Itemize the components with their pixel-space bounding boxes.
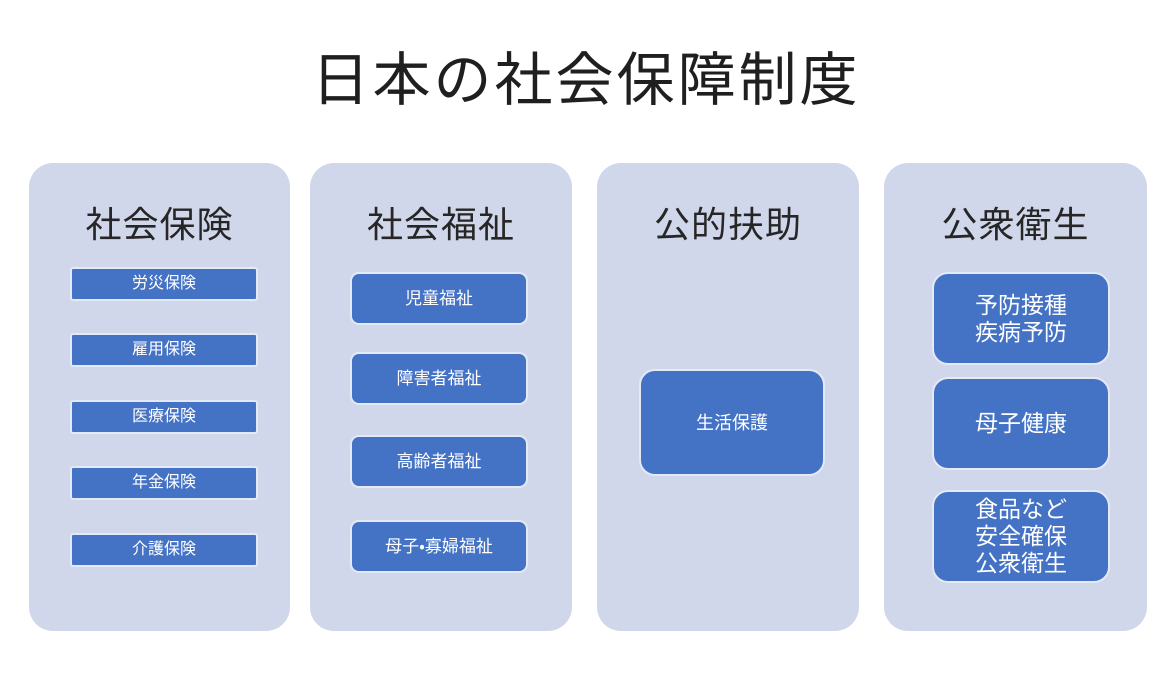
item-pension-insurance: 年金保険 [70,466,258,500]
panel-social-welfare: 社会福祉 児童福祉 障害者福祉 高齢者福祉 母子・寡婦福祉 [310,163,572,631]
item-workers-accident-insurance: 労災保険 [70,267,258,301]
panel-public-health: 公衆衛生 予防接種 疾病予防 母子健康 食品など 安全確保 公衆衛生 [884,163,1147,631]
item-employment-insurance: 雇用保険 [70,333,258,367]
panel-heading-public-assistance: 公的扶助 [653,204,802,245]
item-mother-child-widow-welfare: 母子・寡婦福祉 [350,520,528,573]
item-vaccination-disease-prevention: 予防接種 疾病予防 [932,272,1110,365]
item-disabled-persons-welfare: 障害者福祉 [350,352,528,405]
panel-heading-social-insurance: 社会保険 [85,204,234,245]
item-maternal-child-health: 母子健康 [932,377,1110,470]
panel-heading-social-welfare: 社会福祉 [366,204,515,245]
panel-public-assistance: 公的扶助 生活保護 [597,163,859,631]
item-long-term-care-insurance: 介護保険 [70,533,258,567]
item-elderly-welfare: 高齢者福祉 [350,435,528,488]
slide-title: 日本の社会保障制度 [311,48,861,113]
panel-heading-public-health: 公衆衛生 [941,204,1090,245]
item-food-safety-public-health: 食品など 安全確保 公衆衛生 [932,490,1110,583]
item-medical-insurance: 医療保険 [70,400,258,434]
panel-social-insurance: 社会保険 労災保険 雇用保険 医療保険 年金保険 介護保険 [29,163,290,631]
item-child-welfare: 児童福祉 [350,272,528,325]
item-livelihood-protection: 生活保護 [639,369,825,476]
